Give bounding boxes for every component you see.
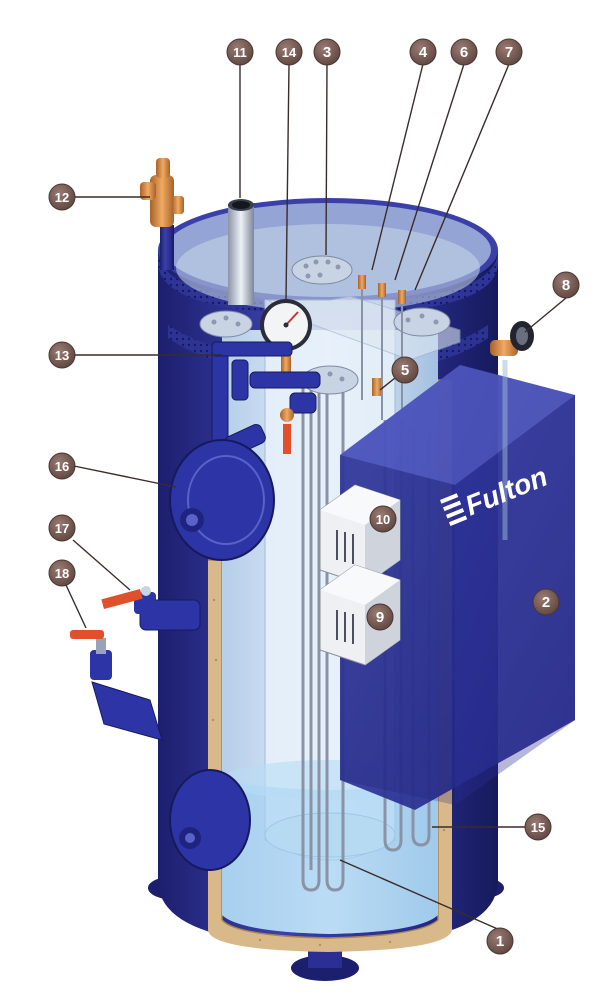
callout-badge	[313, 38, 341, 66]
upper-handhole	[169, 439, 275, 561]
callout-badge	[495, 38, 523, 66]
callout-number: 6	[460, 44, 468, 61]
callout-6: 6	[450, 38, 478, 66]
callout-3: 3	[313, 38, 341, 66]
callout-badge	[48, 341, 76, 369]
callout-5: 5	[391, 356, 419, 384]
callout-badge	[275, 38, 303, 66]
callout-18: 18	[48, 559, 76, 587]
callout-badge	[48, 183, 76, 211]
callout-badge	[532, 588, 560, 616]
callout-13: 13	[48, 341, 76, 369]
heating-elements	[301, 385, 431, 892]
gauge-valve-handle	[280, 408, 294, 454]
callout-7: 7	[495, 38, 523, 66]
callout-number: 4	[419, 44, 428, 61]
callout-badge	[450, 38, 478, 66]
callout-number: 9	[376, 609, 384, 626]
lower-handhole	[169, 769, 251, 871]
callout-number: 16	[55, 459, 69, 474]
callout-badge	[369, 505, 397, 533]
callout-4: 4	[409, 38, 437, 66]
callout-badge	[226, 38, 254, 66]
callout-number: 12	[55, 190, 69, 205]
callout-number: 10	[376, 512, 390, 527]
callout-number: 2	[542, 594, 550, 611]
callout-number: 17	[55, 521, 69, 536]
callout-number: 8	[562, 277, 570, 294]
callout-number: 11	[233, 45, 247, 60]
callout-8: 8	[552, 271, 580, 299]
callout-16: 16	[48, 452, 76, 480]
callout-number: 18	[55, 566, 69, 581]
callout-17: 17	[48, 514, 76, 542]
callout-badge	[48, 452, 76, 480]
callout-11: 11	[226, 38, 254, 66]
callout-12: 12	[48, 183, 76, 211]
steam-outlet-pipe	[228, 199, 254, 305]
control-panel	[340, 360, 575, 810]
callout-10: 10	[369, 505, 397, 533]
callout-badge	[552, 271, 580, 299]
callout-badge	[391, 356, 419, 384]
blowdown-valve	[70, 630, 163, 741]
feedwater-inlet	[101, 586, 201, 631]
callout-badge	[409, 38, 437, 66]
callout-15: 15	[524, 813, 552, 841]
callout-number: 5	[401, 362, 409, 379]
callout-badge	[48, 559, 76, 587]
callout-badge	[486, 927, 514, 955]
callout-14: 14	[275, 38, 303, 66]
leader-lines	[65, 63, 567, 931]
contactor-lower	[319, 564, 401, 666]
safety-valve	[140, 158, 184, 270]
callout-number: 1	[496, 933, 504, 950]
callout-1: 1	[486, 927, 514, 955]
callout-number: 15	[531, 820, 545, 835]
callout-badge	[366, 603, 394, 631]
callout-number: 7	[505, 44, 513, 61]
callout-2: 2	[532, 588, 560, 616]
callout-9: 9	[366, 603, 394, 631]
callout-badge	[48, 514, 76, 542]
callout-number: 13	[55, 348, 69, 363]
callout-badge	[524, 813, 552, 841]
callout-number: 14	[282, 45, 297, 60]
callout-number: 3	[323, 44, 331, 61]
